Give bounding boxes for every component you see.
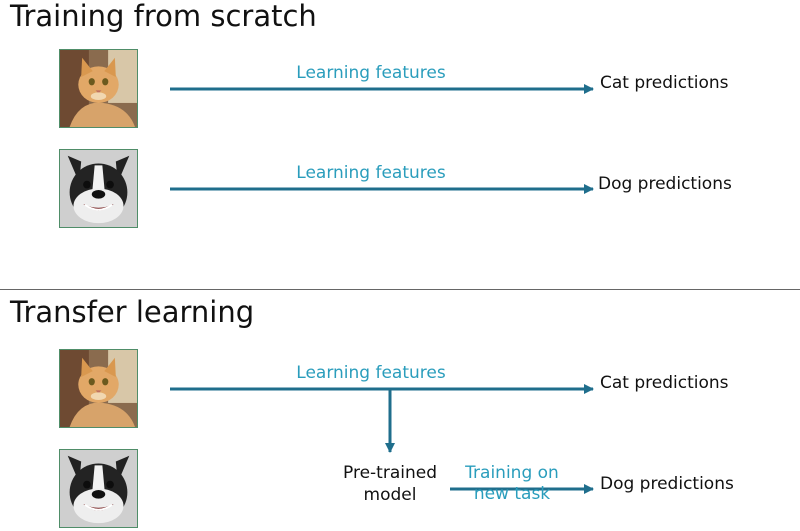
cat-image xyxy=(59,349,138,428)
cat-photo-icon xyxy=(60,350,137,427)
prediction-cat: Cat predictions xyxy=(600,373,729,393)
pre-trained-model-label: Pre-trained model xyxy=(343,463,437,506)
arrow-label-learning-features: Learning features xyxy=(296,63,446,83)
cat-photo-icon xyxy=(60,50,137,127)
cat-image xyxy=(59,49,138,128)
section-heading-transfer: Transfer learning xyxy=(10,295,255,329)
dog-image xyxy=(59,449,138,528)
section-heading-scratch: Training from scratch xyxy=(10,0,317,33)
prediction-dog: Dog predictions xyxy=(598,174,732,194)
arrow-label-training-new-task: Training on new task xyxy=(465,463,559,505)
section-divider xyxy=(0,289,800,290)
arrow-label-learning-features: Learning features xyxy=(296,163,446,183)
dog-photo-icon xyxy=(60,150,137,227)
arrow-label-learning-features: Learning features xyxy=(296,363,446,383)
dog-image xyxy=(59,149,138,228)
prediction-cat: Cat predictions xyxy=(600,73,729,93)
prediction-dog: Dog predictions xyxy=(600,474,734,494)
dog-photo-icon xyxy=(60,450,137,527)
